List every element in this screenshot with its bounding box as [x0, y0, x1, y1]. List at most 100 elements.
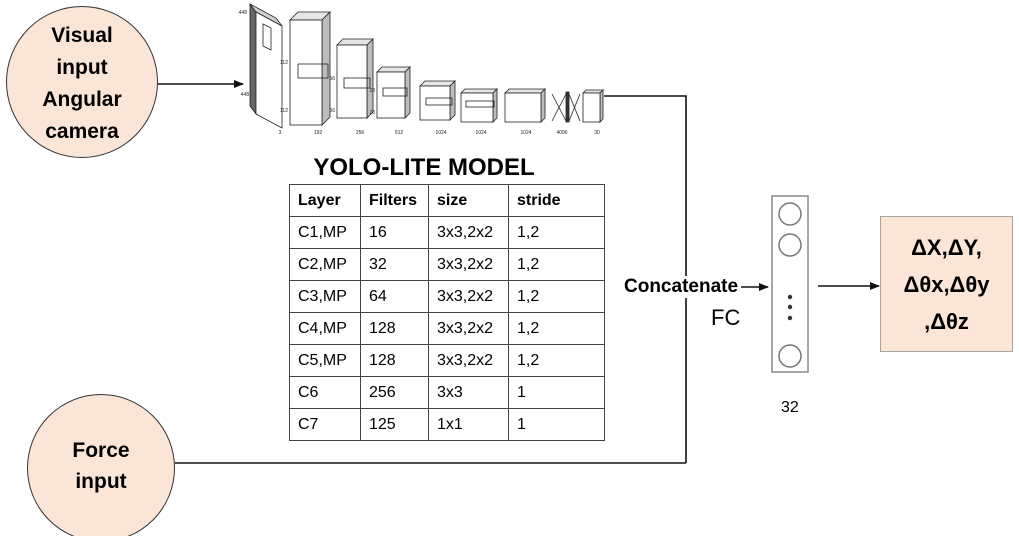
side-dimension-label: 448 — [241, 92, 250, 98]
cell-size: 3x3,2x2 — [428, 312, 509, 345]
block-front — [419, 85, 451, 121]
block-front — [376, 71, 406, 119]
cell-layer: C5,MP — [289, 344, 361, 377]
header-layer: Layer — [289, 184, 361, 217]
depth-label: 30 — [594, 130, 600, 136]
block-top — [504, 88, 546, 94]
depth-label: 3 — [279, 130, 282, 136]
side-dimension-label: 28 — [369, 110, 375, 116]
depth-label: 1024 — [520, 130, 531, 136]
force-input-line: input — [75, 470, 127, 493]
cell-size: 3x3,2x2 — [428, 216, 509, 249]
table-row: C5,MP 128 3x3,2x2 1,2 — [289, 344, 605, 377]
cell-stride: 1 — [508, 408, 605, 441]
conv-kernel — [343, 77, 371, 89]
cell-filters: 16 — [360, 216, 429, 249]
block-front — [336, 44, 368, 119]
fc-neuron — [778, 233, 802, 257]
cell-filters: 128 — [360, 344, 429, 377]
cell-stride: 1,2 — [508, 248, 605, 281]
header-stride: stride — [508, 184, 605, 217]
block-front — [460, 92, 494, 123]
cell-layer: C7 — [289, 408, 361, 441]
cell-layer: C4,MP — [289, 312, 361, 345]
header-filters: Filters — [360, 184, 429, 217]
fully-connected-links — [551, 91, 581, 123]
cell-stride: 1,2 — [508, 312, 605, 345]
cell-filters: 256 — [360, 376, 429, 409]
output-tensor-block — [582, 89, 604, 123]
cell-filters: 125 — [360, 408, 429, 441]
conv-kernel — [382, 87, 408, 97]
depth-label: 1024 — [435, 130, 446, 136]
input-image-plane — [249, 2, 283, 129]
cell-filters: 128 — [360, 312, 429, 345]
fc-neuron — [778, 344, 802, 368]
fc-size-label: 32 — [781, 399, 799, 416]
block-top — [419, 80, 456, 87]
ellipsis-dot — [787, 315, 793, 321]
block-side — [404, 66, 411, 119]
input-plane-front — [255, 11, 283, 129]
cell-size: 3x3,2x2 — [428, 344, 509, 377]
cell-size: 3x3 — [428, 376, 509, 409]
yolo-architecture-figure — [249, 2, 604, 129]
conv-block-4 — [419, 80, 456, 121]
visual-input-line: Visual — [51, 24, 113, 47]
cell-size: 3x3,2x2 — [428, 248, 509, 281]
output-line: Δθx,Δθy — [903, 272, 990, 297]
conv-kernel — [425, 97, 453, 106]
force-input-node: Force input — [27, 394, 175, 536]
concatenate-label: Concatenate — [622, 276, 741, 298]
side-dimension-label: 28 — [369, 88, 375, 94]
depth-label: 192 — [314, 130, 323, 136]
input-plane-side — [249, 2, 257, 116]
output-line: ΔX,ΔY, — [911, 235, 982, 260]
visual-input-label: Visual input Angular camera — [7, 20, 157, 148]
visual-input-line: input — [56, 56, 108, 79]
block-front — [582, 92, 601, 123]
table-header-row: Layer Filters size stride — [289, 184, 605, 217]
cell-stride: 1,2 — [508, 216, 605, 249]
depth-label: 512 — [395, 130, 404, 136]
yolo-lite-layer-table: Layer Filters size stride C1,MP 16 3x3,2… — [289, 184, 605, 441]
table-row: C1,MP 16 3x3,2x2 1,2 — [289, 216, 605, 249]
table-row: C6 256 3x3 1 — [289, 376, 605, 409]
cnn-output-connector — [604, 95, 687, 463]
conv-block-3 — [376, 66, 411, 119]
fc-neuron — [778, 202, 802, 226]
table-row: C7 125 1x1 1 — [289, 408, 605, 441]
ellipsis-dot — [787, 304, 793, 310]
cell-filters: 32 — [360, 248, 429, 281]
ellipsis-dot — [787, 294, 793, 300]
cell-stride: 1,2 — [508, 344, 605, 377]
conv-block-1 — [289, 11, 331, 126]
header-size: size — [428, 184, 509, 217]
fc-link — [551, 93, 567, 122]
cell-layer: C6 — [289, 376, 361, 409]
force-input-line: Force — [72, 439, 130, 462]
cell-layer: C2,MP — [289, 248, 361, 281]
fc-layer-box — [771, 195, 809, 373]
fc-4096-layer — [565, 91, 570, 123]
side-dimension-label: 56 — [329, 108, 335, 114]
block-side — [599, 89, 604, 123]
side-dimension-label: 448 — [239, 10, 248, 16]
side-dimension-label: 112 — [280, 60, 288, 66]
block-side — [540, 88, 546, 123]
cell-stride: 1 — [508, 376, 605, 409]
conv-kernel — [297, 63, 329, 79]
force-input-label: Force input — [28, 435, 174, 497]
cell-layer: C1,MP — [289, 216, 361, 249]
table-row: C2,MP 32 3x3,2x2 1,2 — [289, 248, 605, 281]
visual-input-line: camera — [45, 120, 119, 143]
output-line: ,Δθz — [924, 309, 969, 334]
visual-input-line: Angular — [42, 88, 122, 111]
visual-input-node: Visual input Angular camera — [6, 6, 158, 158]
cell-size: 1x1 — [428, 408, 509, 441]
depth-label: 4096 — [556, 130, 567, 136]
yolo-figure-labels: 448 448 112 112 56 56 28 28 3 192 256 51… — [239, 10, 600, 136]
block-front — [504, 92, 542, 123]
table-title: YOLO-LITE MODEL — [313, 154, 535, 181]
